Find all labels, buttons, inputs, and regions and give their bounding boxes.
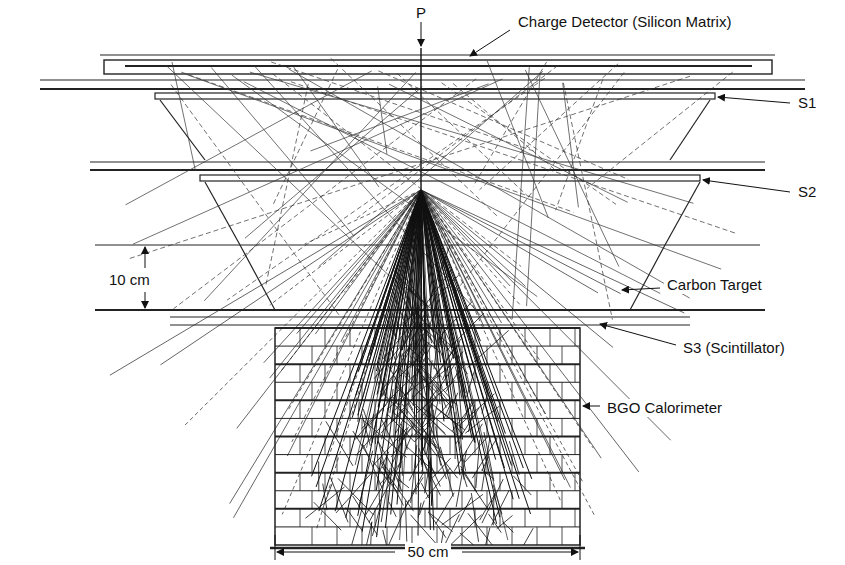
dimension-label: 50 cm — [405, 543, 452, 561]
part-label: S2 — [795, 183, 819, 201]
beam-label: P — [413, 4, 429, 22]
part-label: BGO Calorimeter — [604, 399, 725, 417]
part-label: S3 (Scintillator) — [680, 339, 788, 357]
part-label: Carbon Target — [664, 276, 765, 294]
dimension-label: 10 cm — [106, 271, 153, 289]
part-label: Charge Detector (Silicon Matrix) — [515, 13, 734, 31]
part-label: S1 — [795, 94, 819, 112]
